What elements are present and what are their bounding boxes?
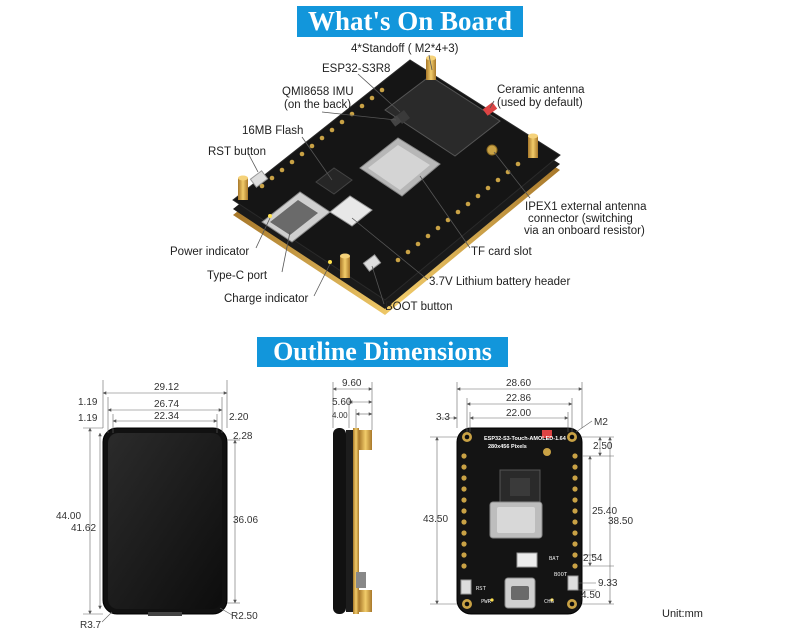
dim-back-hole: M2: [594, 417, 608, 428]
front-view: [102, 427, 228, 616]
dim-front-h2: 41.62: [71, 523, 96, 534]
side-dim-lines: [332, 382, 373, 430]
label-esp32: ESP32-S3R8: [322, 63, 390, 75]
dim-front-h1: 44.00: [56, 511, 81, 522]
header-pins: [259, 87, 521, 263]
dim-back-w3: 22.00: [506, 408, 531, 419]
label-flash: 16MB Flash: [242, 125, 303, 137]
dim-back-d6: 4.50: [581, 590, 601, 601]
callout-lines: [247, 54, 531, 305]
dim-front-h3: 36.06: [233, 515, 258, 526]
dim-front-r-bl: R3.7: [80, 620, 102, 631]
boot-button: [362, 254, 382, 272]
dim-back-d2: 25.40: [592, 506, 617, 517]
battery-header: [329, 195, 373, 227]
standoffs: [238, 55, 538, 278]
unit-label: Unit:mm: [662, 608, 703, 620]
label-standoff: 4*Standoff ( M2*4+3): [351, 43, 459, 55]
label-imu-2: (on the back): [284, 99, 351, 111]
back-view: [456, 427, 583, 615]
back-dim-lines: [430, 382, 614, 605]
label-ipex-2: connector (switching: [528, 213, 633, 225]
dim-front-r2: 2.28: [233, 431, 253, 442]
dim-front-r1: 2.20: [229, 412, 249, 423]
dim-side-t1: 9.60: [342, 378, 362, 389]
silk-bat: BAT: [549, 556, 560, 562]
label-power: Power indicator: [170, 246, 249, 258]
dim-side-t3: 4.00: [332, 411, 348, 420]
dim-front-w3: 22.34: [154, 411, 179, 422]
flash-chip: [315, 167, 353, 195]
label-imu-1: QMI8658 IMU: [282, 86, 354, 98]
silk-board-res: 280x456 Pixels: [488, 444, 527, 450]
rst-button: [249, 170, 269, 188]
label-boot: BOOT button: [385, 301, 453, 313]
power-led: [268, 214, 272, 218]
silk-rst: RST: [476, 586, 487, 592]
dim-back-w1: 28.60: [506, 378, 531, 389]
section-title-on-board: What's On Board: [297, 6, 523, 37]
silk-chg: CHG: [544, 599, 554, 605]
silk-pwr: PWR: [481, 599, 492, 605]
label-antenna-2: (used by default): [497, 97, 583, 109]
dim-back-h: 43.50: [423, 514, 448, 525]
section-title-dimensions: Outline Dimensions: [257, 337, 508, 367]
label-typec: Type-C port: [207, 270, 268, 282]
label-antenna-1: Ceramic antenna: [497, 84, 585, 96]
label-ipex-3: via an onboard resistor): [524, 225, 645, 237]
label-rst: RST button: [208, 146, 266, 158]
dim-back-d5: 9.33: [598, 578, 618, 589]
dim-back-d4: 2.54: [583, 553, 603, 564]
front-dim-lines: [83, 380, 240, 623]
esp32-module: [384, 75, 501, 157]
label-ipex-1: IPEX1 external antenna: [525, 201, 647, 213]
silk-boot: BOOT: [554, 572, 568, 578]
dim-back-w2: 22.86: [506, 393, 531, 404]
dim-back-left: 3.3: [436, 412, 450, 423]
dim-side-t2: 5.60: [332, 397, 352, 408]
dim-front-w1: 29.12: [154, 382, 179, 393]
label-tf: TF card slot: [471, 246, 533, 258]
label-charge: Charge indicator: [224, 293, 309, 305]
dim-front-r-br: R2.50: [231, 611, 258, 622]
ceramic-antenna: [482, 102, 498, 116]
dim-back-d3: 38.50: [608, 516, 633, 527]
dim-front-w2: 26.74: [154, 399, 179, 410]
board-isometric: [232, 55, 561, 315]
silk-board-name: ESP32-S3-Touch-AMOLED-1.64: [484, 436, 567, 442]
header-pads: [461, 453, 578, 569]
dim-back-d1: 2.50: [593, 441, 613, 452]
charge-led: [328, 260, 332, 264]
side-view: [333, 428, 372, 614]
label-battery: 3.7V Lithium battery header: [429, 276, 570, 288]
dim-front-l2: 1.19: [78, 413, 98, 424]
dim-front-l1: 1.19: [78, 397, 98, 408]
